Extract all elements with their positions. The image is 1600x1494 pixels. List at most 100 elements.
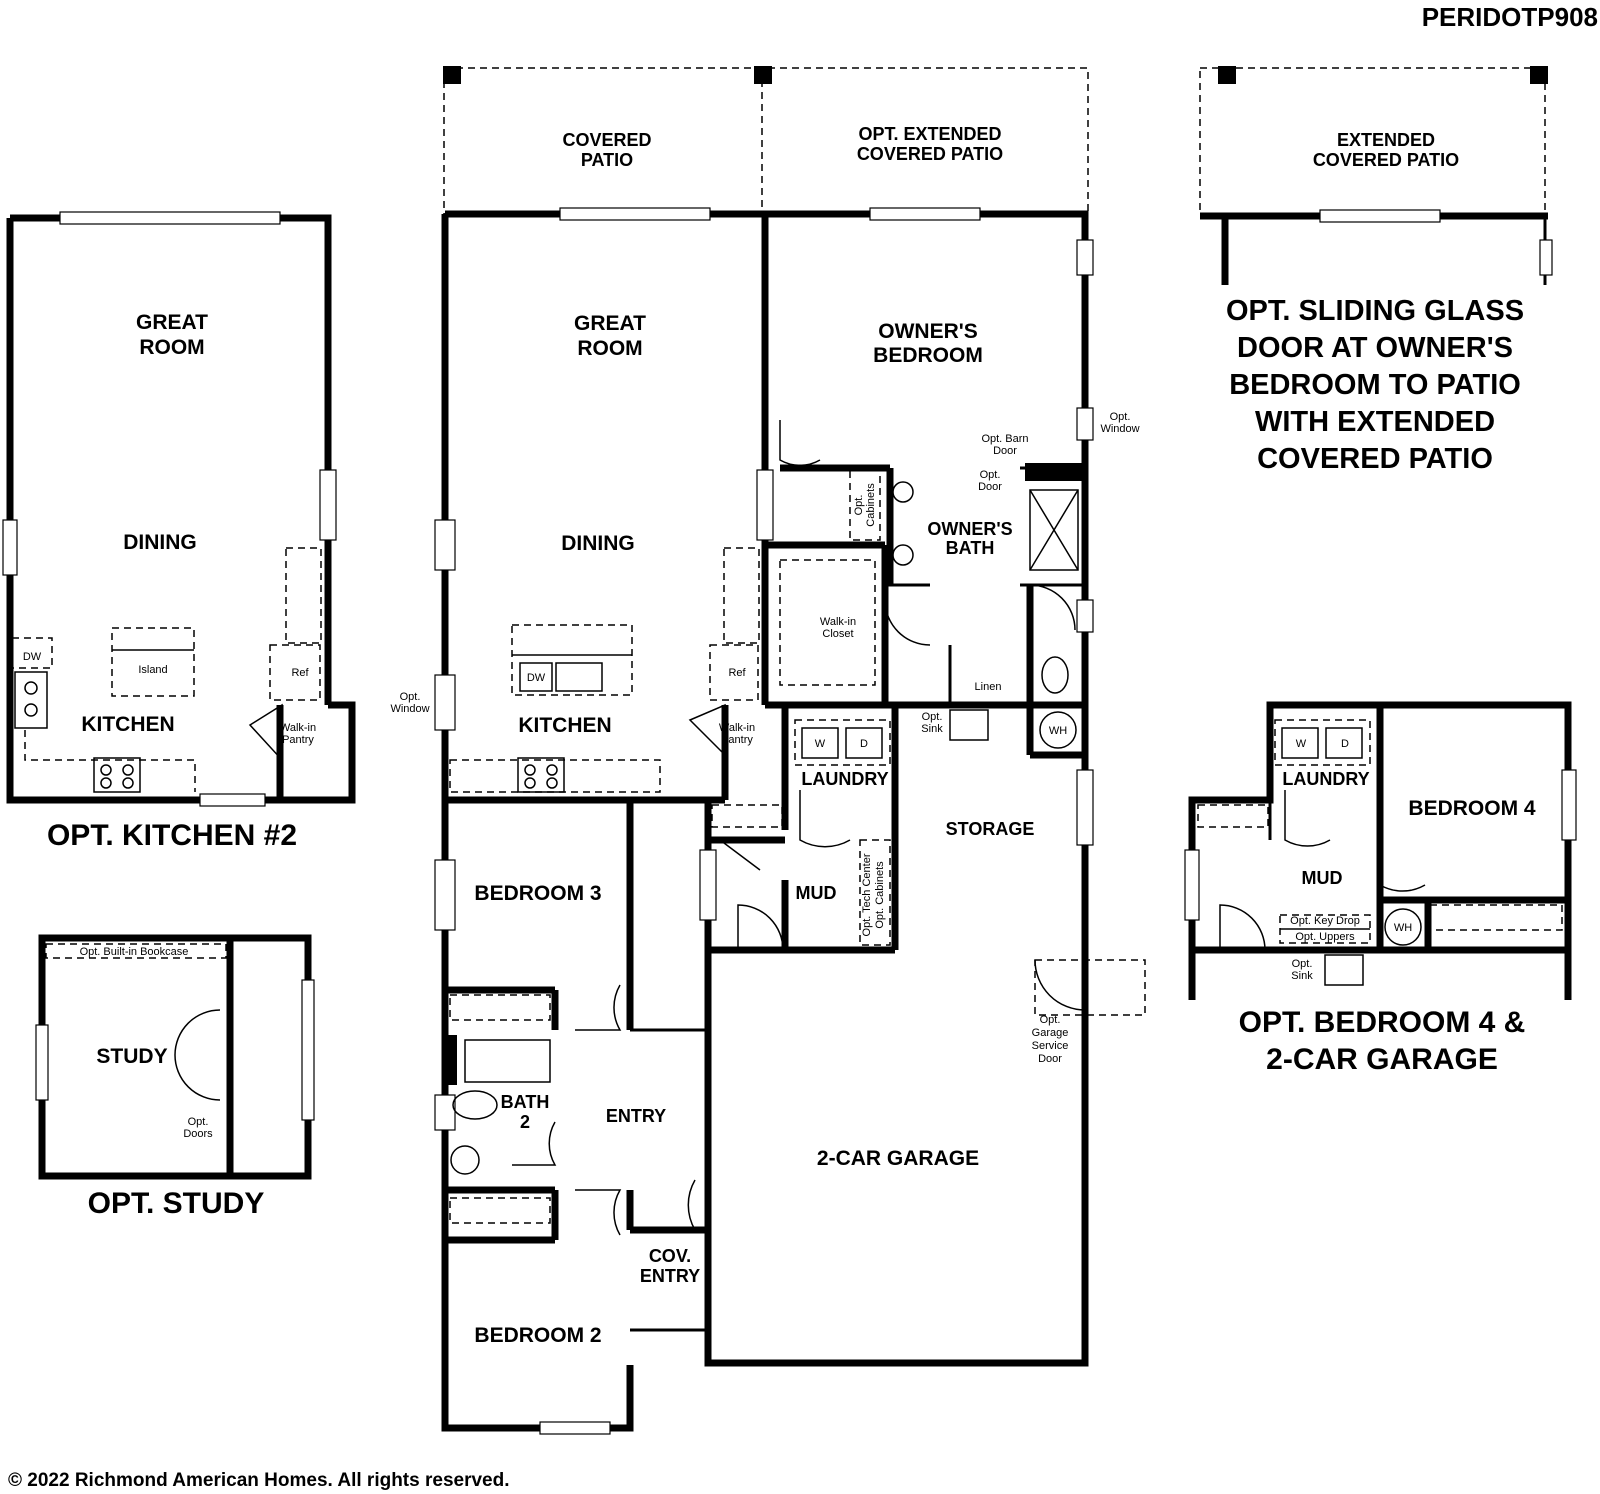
opt-garage-service-door-label-4: Door [1038,1053,1062,1065]
opt-study-plan: Opt. Built-in Bookcase STUDY Opt. Doors … [35,934,315,1220]
extended-covered-patio-label: EXTENDED [1337,130,1435,150]
b4-wh-label: WH [1394,922,1412,934]
study-label: STUDY [96,1045,167,1068]
copyright-text: © 2022 Richmond American Homes. All righ… [8,1470,510,1491]
opt-doors-label-2: Doors [183,1128,213,1140]
opt-bookcase-label: Opt. Built-in Bookcase [80,946,189,958]
windows [434,207,1094,1435]
mud-label: MUD [796,883,837,903]
bedroom-4-label: BEDROOM 4 [1408,797,1536,820]
k2-great-room-label: GREAT [136,311,208,334]
storage-label: STORAGE [946,819,1035,839]
opt-sliding-door-title-4: WITH EXTENDED [1255,406,1495,438]
k2-walk-in-pantry-label-2: Pantry [282,734,314,746]
k2-dw-label: DW [23,651,42,663]
opt-door-label: Opt. [980,469,1001,481]
walk-in-closet-label: Walk-in [820,616,856,628]
b4-washer-label: W [1296,738,1307,750]
opt-cabinets-label-2: Cabinets [865,483,877,527]
opt-extended-covered-patio-label-2: COVERED PATIO [857,144,1003,164]
opt-garage-service-door-label-3: Service [1032,1040,1069,1052]
owners-bath-label: OWNER'S [927,519,1012,539]
covered-patio-label: COVERED [562,130,651,150]
walk-in-pantry-label-2: Pantry [721,734,753,746]
opt-tech-center-label: Opt. Tech Center [861,853,873,936]
opt-window-left-label-2: Window [390,703,429,715]
patio-post [443,66,461,84]
k2-dining-label: DINING [123,531,197,554]
plan-code: PERIDOTP908 [1422,2,1598,32]
patio-post [754,66,772,84]
b4-laundry-label: LAUNDRY [1282,769,1369,789]
b4-dryer-label: D [1341,738,1349,750]
washer-label: W [815,738,826,750]
opt-sink-label: Opt. [922,711,943,723]
k2-walk-in-pantry-label: Walk-in [280,722,316,734]
great-room-label: GREAT [574,312,646,335]
bedroom-3-label: BEDROOM 3 [474,882,601,905]
opt-window-right-label-2: Window [1100,423,1139,435]
opt-garage-service-door-label-2: Garage [1032,1027,1069,1039]
opt-window-left-label: Opt. [400,691,421,703]
opt-uppers-label: Opt. Uppers [1295,931,1355,943]
opt-bedroom-4-title-1: OPT. BEDROOM 4 & [1239,1006,1526,1039]
opt-kitchen-2-title: OPT. KITCHEN #2 [47,819,297,852]
fixtures [449,469,1146,1224]
bath-2-label: BATH [501,1092,550,1112]
opt-sliding-door-title-3: BEDROOM TO PATIO [1229,369,1521,401]
k2-great-room-label-2: ROOM [139,336,204,359]
dw-label: DW [527,672,546,684]
laundry-label: LAUNDRY [801,769,888,789]
opt-key-drop-label: Opt. Key Drop [1290,915,1360,927]
room-labels: COVERED PATIO OPT. EXTENDED COVERED PATI… [390,124,1139,1347]
owners-bedroom-label-2: BEDROOM [873,344,983,367]
k2-island-label: Island [138,664,167,676]
opt-bedroom-4-title-2: 2-CAR GARAGE [1266,1043,1498,1076]
owners-bath-label-2: BATH [946,538,995,558]
opt-sliding-door-plan: EXTENDED COVERED PATIO OPT. SLIDING GLAS… [1199,66,1553,475]
b4-opt-sink-label: Opt. [1292,958,1313,970]
linen-label: Linen [975,681,1002,693]
main-floor-plan: COVERED PATIO OPT. EXTENDED COVERED PATI… [390,66,1146,1435]
opt-tech-center-label-2: Opt. Cabinets [874,861,886,929]
cov-entry-label: COV. [649,1246,691,1266]
opt-window-right-label: Opt. [1110,411,1131,423]
patio-outline [443,66,1089,215]
opt-barn-door-label-2: Door [993,445,1017,457]
walk-in-closet-label-2: Closet [822,628,853,640]
opt-doors-label: Opt. [188,1116,209,1128]
wh-label: WH [1049,725,1067,737]
b4-opt-sink-label-2: Sink [1291,970,1313,982]
opt-sliding-door-title-2: DOOR AT OWNER'S [1237,332,1513,364]
bedroom-2-label: BEDROOM 2 [474,1324,601,1347]
kitchen-label: KITCHEN [518,714,611,737]
opt-cabinets-label: Opt. [853,495,865,516]
opt-garage-service-door-label: Opt. [1040,1014,1061,1026]
entry-label: ENTRY [606,1106,666,1126]
b4-mud-label: MUD [1302,868,1343,888]
two-car-garage-label: 2-CAR GARAGE [817,1147,979,1170]
opt-extended-covered-patio-label: OPT. EXTENDED [858,124,1001,144]
owners-bedroom-label: OWNER'S [878,320,978,343]
opt-study-title: OPT. STUDY [88,1187,265,1220]
walk-in-pantry-label: Walk-in [719,722,755,734]
bath-2-label-2: 2 [520,1112,530,1132]
opt-bedroom-4-plan: W D LAUNDRY BEDROOM 4 MUD Opt. Key Drop … [1184,701,1577,1076]
dryer-label: D [860,738,868,750]
opt-sliding-door-title-5: COVERED PATIO [1257,443,1493,475]
great-room-label-2: ROOM [577,337,642,360]
covered-patio-label-2: PATIO [581,150,633,170]
cov-entry-label-2: ENTRY [640,1266,700,1286]
k2-kitchen-label: KITCHEN [81,713,174,736]
opt-kitchen-2-plan: GREAT ROOM DINING DW Island Ref KITCHEN … [2,211,356,852]
dining-label: DINING [561,532,635,555]
door-swings [512,420,1086,1236]
k2-ref-label: Ref [291,667,309,679]
ref-label: Ref [728,667,746,679]
opt-sliding-door-title-1: OPT. SLIDING GLASS [1226,295,1524,327]
opt-barn-door-label: Opt. Barn [981,433,1028,445]
opt-door-label-2: Door [978,481,1002,493]
opt-sink-label-2: Sink [921,723,943,735]
extended-covered-patio-label-2: COVERED PATIO [1313,150,1459,170]
